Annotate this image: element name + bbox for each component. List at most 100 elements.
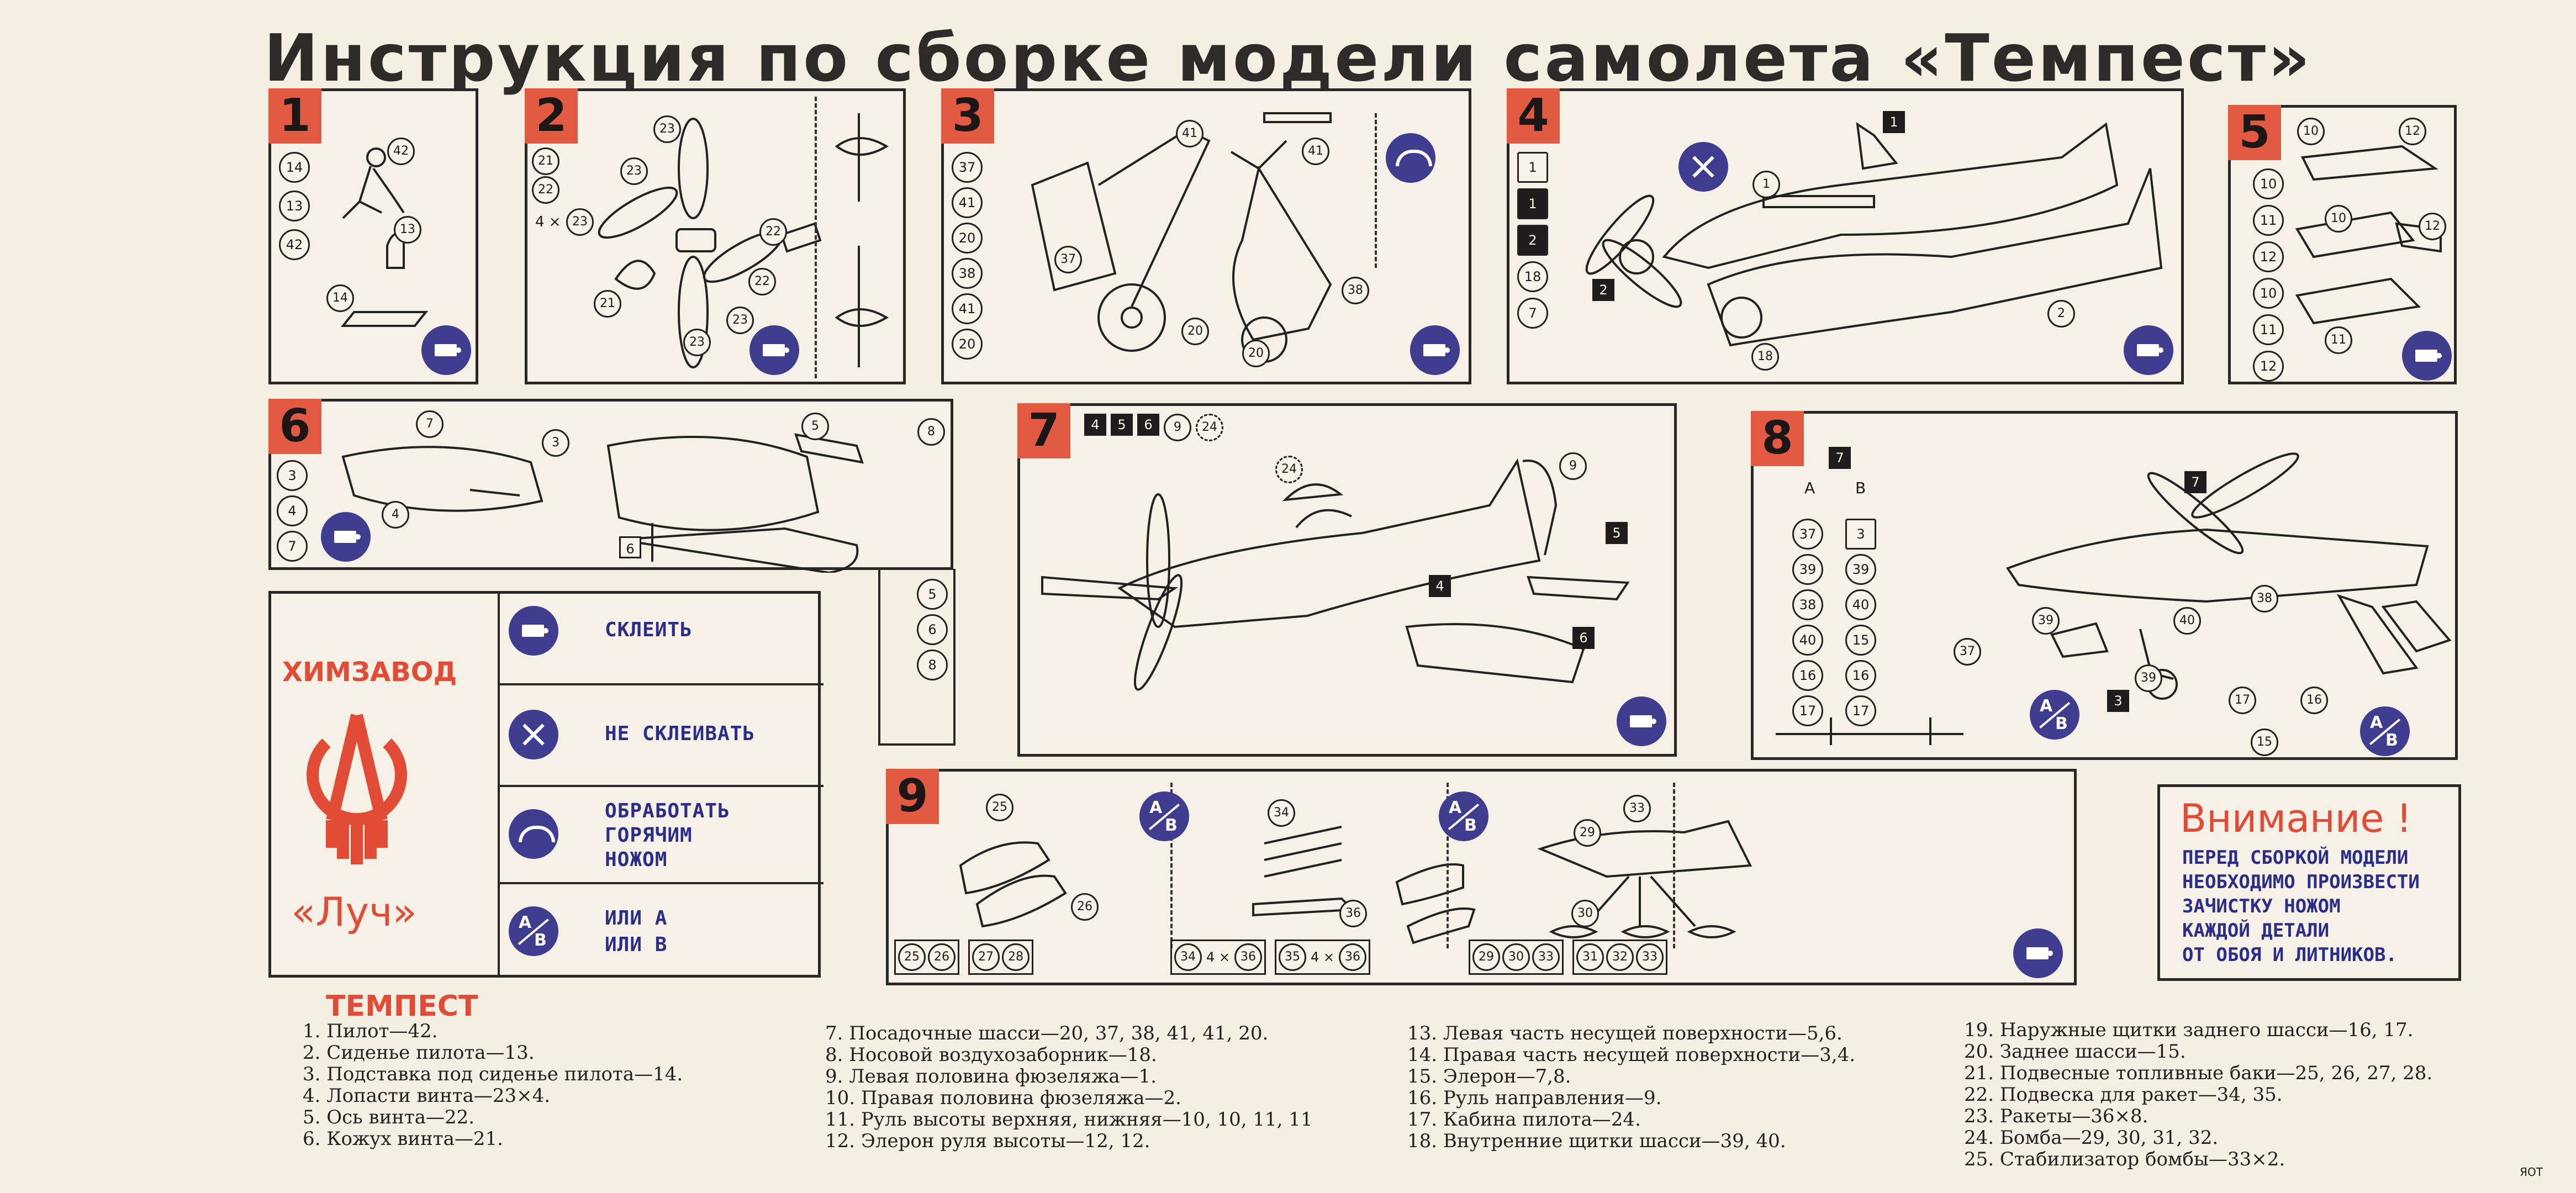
part-callout: 22 <box>532 176 559 204</box>
step-5-panel: 5 10 11 12 10 11 12 10 12 10 12 11 <box>2228 105 2457 384</box>
part-callout: 20 <box>1181 318 1209 345</box>
parts-list-item: 5. Ось винта—22. <box>303 1106 475 1128</box>
parts-list-item: 21. Подвесные топливные баки—25, 26, 27,… <box>1964 1062 2433 1084</box>
part-callout: 21 <box>594 290 621 318</box>
step-3-number: 3 <box>941 88 994 144</box>
part-number: 10 <box>2253 168 2284 199</box>
landing-assembly-drawing <box>1776 452 2452 745</box>
parts-group: 34 4 × 36 35 4 × 36 <box>1170 939 1371 975</box>
parts-group-box: 35 4 × 36 <box>1275 939 1371 975</box>
knife-icon <box>509 809 558 859</box>
part-callout: 40 <box>2173 607 2201 635</box>
part-number: 20 <box>952 223 983 254</box>
part-callout: 36 <box>1339 900 1367 927</box>
pilot-seat-drawing <box>340 147 429 327</box>
part-callout: 29 <box>1574 819 1601 847</box>
part-callout: 20 <box>1242 340 1270 367</box>
part-number: 7 <box>1517 298 1548 329</box>
factory-logo-name: «Луч» <box>291 889 417 935</box>
legend-knife-line-1: ОБРАБОТАТЬ <box>605 800 730 822</box>
step-5-number: 5 <box>2228 105 2281 160</box>
part-number: 38 <box>952 258 983 289</box>
step-1-number: 1 <box>268 88 321 144</box>
part-callout: 23 <box>566 208 594 236</box>
part-callout: 18 <box>1751 343 1779 371</box>
part-callout: 21 <box>532 147 559 175</box>
part-number: 37 <box>952 152 983 183</box>
part-callout: 5 <box>801 413 829 440</box>
multiplier-label: 4 × <box>1206 949 1231 965</box>
glue-icon <box>2402 331 2452 381</box>
legend-panel: ХИМЗАВОД «Луч» СКЛЕИТЬ НЕ СКЛЕИВАТЬ ОБРА… <box>268 591 824 978</box>
parts-group: 29 30 33 31 32 33 <box>1469 939 1667 975</box>
parts-list-item: 12. Элерон руля высоты—12, 12. <box>825 1130 1150 1152</box>
glue-icon <box>509 606 558 656</box>
multiplier-label: 4 × <box>1311 949 1335 965</box>
part-callout: 12 <box>2399 118 2426 145</box>
part-callout: 1 <box>1752 171 1780 198</box>
part-callout: 14 <box>326 284 354 312</box>
panel-divider <box>1673 783 1675 948</box>
parts-group-box: 25 26 <box>894 939 959 975</box>
part-callout: 22 <box>759 218 787 246</box>
multiplier-label: 4 × <box>535 214 561 230</box>
legend-glue-label: СКЛЕИТЬ <box>605 619 693 641</box>
legend-ab-line-2: ИЛИ В <box>605 933 668 956</box>
part-callout: 23 <box>620 157 648 185</box>
part-callout: 38 <box>1342 277 1369 304</box>
parts-group-box: 27 28 <box>968 939 1033 975</box>
step-4-number: 4 <box>1507 88 1560 144</box>
part-callout: 26 <box>928 943 956 971</box>
legend-knife-line-2: ГОРЯЧИМ <box>605 824 693 847</box>
step-8-number: 8 <box>1751 411 1804 466</box>
step-7-header-parts: 4 5 6 9 24 <box>1084 414 1223 441</box>
parts-list-item: 1. Пилот—42. <box>303 1020 438 1042</box>
parts-list-column-4: 19. Наружные щитки заднего шасси—16, 17.… <box>1964 1020 2432 1170</box>
part-number: 7 <box>277 531 308 562</box>
part-callout: 37 <box>1054 246 1082 273</box>
variant-a-label: A <box>1804 479 1815 497</box>
parts-list-item: 4. Лопасти винта—23×4. <box>303 1085 551 1107</box>
part-number: 10 <box>2253 278 2284 309</box>
step-2-number: 2 <box>525 88 578 144</box>
part-callout: 41 <box>1302 138 1329 165</box>
part-label: 7 <box>2184 471 2207 493</box>
part-number: 38 <box>1792 589 1823 620</box>
part-number: 6 <box>917 614 948 645</box>
part-callout: 25 <box>898 943 926 971</box>
part-number: 40 <box>1845 589 1876 620</box>
step-6-connector <box>878 569 880 746</box>
part-label: 6 <box>1137 414 1159 436</box>
step-7-number: 7 <box>1017 403 1070 458</box>
part-label: 4 <box>1429 575 1451 597</box>
part-number: 14 <box>279 152 310 183</box>
parts-list-column-2: 7. Посадочные шасси—20, 37, 38, 41, 41, … <box>825 1023 1313 1152</box>
step-5-parts-strip: 10 11 12 10 11 12 <box>2253 168 2284 382</box>
part-number: 2 <box>1517 225 1548 256</box>
panel-divider <box>1447 783 1449 948</box>
part-number: 3 <box>1845 519 1876 550</box>
part-callout: 10 <box>2325 205 2352 233</box>
part-number: 5 <box>917 579 948 610</box>
attention-line: каждой детали <box>2182 920 2330 942</box>
part-callout: 10 <box>2297 118 2325 145</box>
glue-icon <box>421 325 471 375</box>
parts-list-item: 17. Кабина пилота—24. <box>1407 1108 1641 1131</box>
parts-group-box: 34 4 × 36 <box>1170 939 1266 975</box>
glue-icon <box>321 512 371 562</box>
airplane-side-drawing <box>1041 458 1630 691</box>
part-callout: 30 <box>1502 943 1530 971</box>
part-callout: 13 <box>394 216 421 244</box>
part-callout: 37 <box>1954 638 1981 666</box>
part-number: 1 <box>1517 152 1548 183</box>
attention-line: от обоя и литников. <box>2182 944 2397 966</box>
part-number: 12 <box>2253 241 2284 272</box>
variant-b-label: B <box>1855 479 1866 497</box>
part-callout: 28 <box>1002 943 1030 971</box>
part-callout: 24 <box>1275 456 1303 483</box>
part-callout: 23 <box>726 307 754 334</box>
